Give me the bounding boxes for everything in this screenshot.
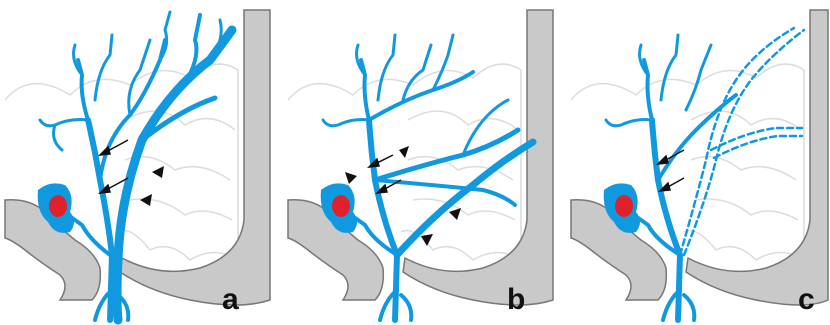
- panel-b-drawing: [283, 0, 559, 325]
- panel-a: a: [0, 0, 276, 325]
- panel-b: b: [283, 0, 559, 325]
- panel-a-drawing: [0, 0, 276, 325]
- dashed-vessel: [680, 28, 804, 255]
- panel-label-c: c: [798, 285, 815, 315]
- tumor-core: [615, 195, 633, 217]
- mesentery-fold-outline-inner: [691, 111, 801, 220]
- tumor-core: [49, 195, 67, 217]
- tumor-core: [332, 195, 350, 217]
- mesentery-fold-outline-inner: [125, 111, 235, 220]
- colon-organ: [403, 10, 553, 305]
- panel-c: c: [566, 0, 830, 325]
- panel-label-b: b: [507, 285, 525, 315]
- panel-c-drawing: [566, 0, 830, 325]
- panel-label-a: a: [222, 285, 239, 315]
